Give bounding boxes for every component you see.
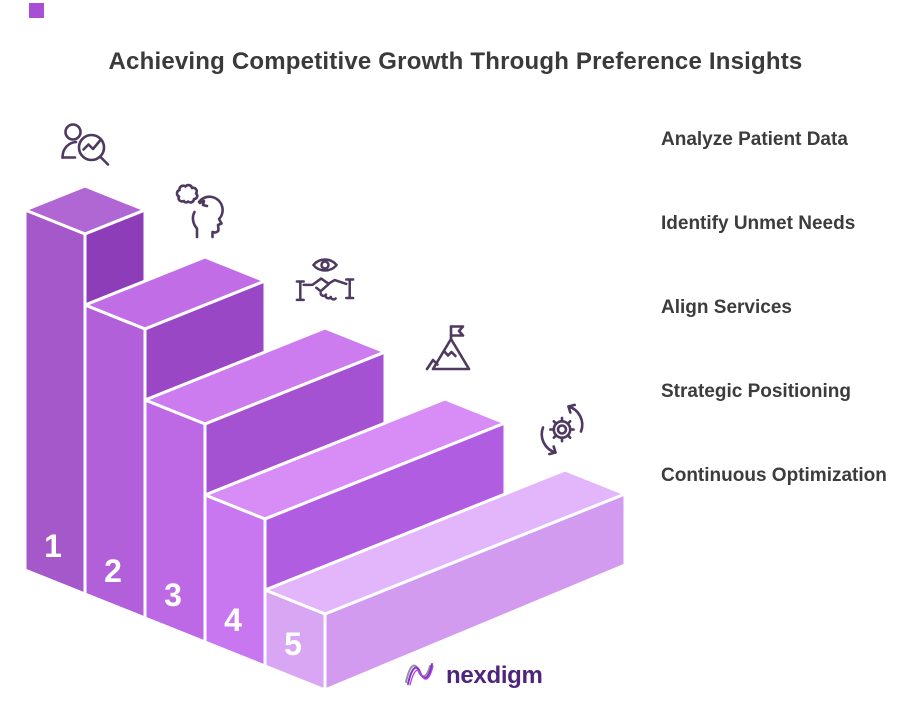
strip-4 (203, 493, 267, 668)
eye-handshake-icon (294, 252, 356, 310)
corner-accent-square (29, 3, 44, 18)
step-number-4: 4 (224, 602, 242, 638)
page-title: Achieving Competitive Growth Through Pre… (108, 48, 803, 75)
strip-5 (263, 588, 327, 692)
step-label-5: Continuous Optimization (661, 465, 887, 486)
logo-text: nexdigm (446, 661, 543, 689)
logo: nexdigm (404, 658, 543, 693)
person-magnifier-icon (58, 121, 114, 177)
step-label-3: Align Services (661, 297, 792, 318)
step-label-2: Identify Unmet Needs (661, 213, 856, 234)
gear-refresh-icon (534, 401, 590, 457)
step-number-1: 1 (44, 528, 62, 564)
mountain-flag-icon (420, 322, 476, 378)
step-number-5: 5 (284, 626, 302, 662)
head-puzzle-icon (175, 183, 231, 239)
step-label-4: Strategic Positioning (661, 381, 852, 402)
step-number-3: 3 (164, 577, 182, 613)
step-number-2: 2 (104, 553, 122, 589)
logo-mark-icon (404, 658, 438, 693)
step-label-1: Analyze Patient Data (661, 129, 848, 150)
